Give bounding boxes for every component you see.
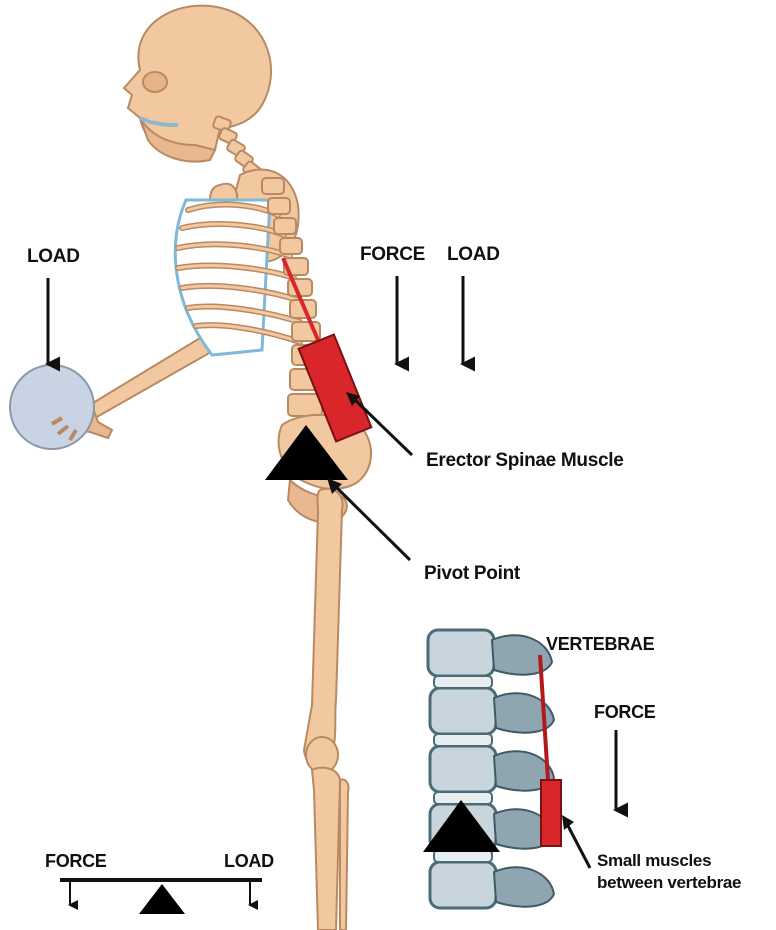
lever-force-label: FORCE [45, 852, 107, 871]
load-label-top-right: LOAD [447, 245, 500, 265]
pivot-point-label: Pivot Point [424, 564, 520, 584]
vertebrae-inset [423, 630, 616, 908]
fibula [340, 780, 349, 930]
load-label-left: LOAD [27, 247, 80, 267]
forearm [84, 335, 212, 419]
lever-fulcrum-triangle-icon [139, 884, 185, 914]
vertebra-force-label: FORCE [594, 703, 656, 722]
tibia [312, 768, 340, 930]
lever-schematic [60, 880, 262, 914]
lever-load-label: LOAD [224, 852, 274, 871]
eye-socket [143, 72, 167, 92]
load-ball [10, 365, 94, 449]
small-muscle-pointer-line [566, 822, 590, 868]
small-muscles-label-line2: between vertebrae [597, 874, 741, 892]
pivot-pointer-line [333, 484, 410, 560]
erector-spinae-label: Erector Spinae Muscle [426, 451, 624, 471]
small-muscles-label-line1: Small muscles [597, 852, 711, 870]
force-label-top: FORCE [360, 245, 425, 265]
vertebrae-label: VERTEBRAE [546, 635, 654, 654]
femur [304, 489, 343, 765]
small-muscle [541, 780, 561, 846]
